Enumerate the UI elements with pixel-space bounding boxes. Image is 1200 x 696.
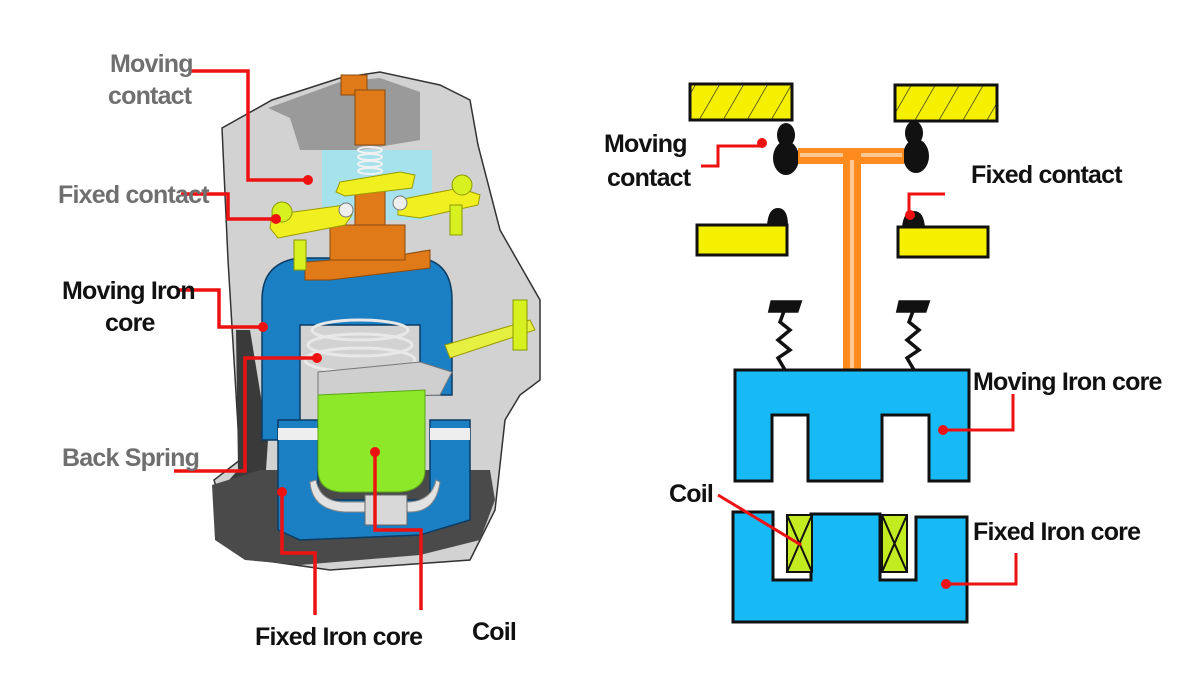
contact-spring-3d (357, 146, 383, 175)
label-fixed-iron-core-right: Fixed Iron core (973, 518, 1141, 546)
moving-contact-crossbar-3d (335, 171, 416, 197)
label-fixed-contact-left: Fixed contact (58, 181, 210, 209)
fixed-iron-core-schematic (731, 510, 969, 624)
leader-coil-right (717, 493, 802, 547)
upper-terminal-left (688, 82, 794, 122)
base-clip (364, 494, 408, 526)
schematic-contactor (688, 82, 999, 624)
fixed-contact-bump-left (767, 208, 788, 226)
core-top-white-left (278, 428, 318, 440)
t-bar-schematic (798, 148, 904, 372)
spring-seat (317, 361, 453, 399)
label-moving-iron-core-left-1: Moving Iron (62, 277, 195, 305)
leader-coil-left (373, 452, 423, 610)
label-moving-contact-right-2: contact (607, 164, 692, 192)
contact-tip-right (392, 195, 408, 211)
right-leader-dots (757, 138, 951, 589)
coil-windings-schematic (786, 514, 908, 573)
lower-fixed-bar-right (896, 225, 990, 259)
left-leader-dots (258, 175, 380, 497)
leader-fixed-contact-left (181, 192, 276, 221)
aux-terminal-screw (512, 299, 528, 351)
right-leader-lines (701, 144, 1018, 586)
leader-fixed-iron-core-left (280, 492, 317, 615)
terminal-screw-right (451, 174, 473, 196)
leader-fixed-contact-right (907, 192, 945, 215)
label-moving-iron-core-right: Moving Iron core (973, 368, 1163, 396)
label-coil-left: Coil (472, 618, 516, 646)
label-moving-iron-core-left-2: core (105, 309, 156, 337)
leader-moving-contact-left (190, 69, 308, 182)
terminal-post-right (449, 204, 463, 236)
label-fixed-contact-right: Fixed contact (971, 161, 1123, 189)
label-fixed-iron-core-left: Fixed Iron core (255, 623, 423, 651)
label-back-spring-left: Back Spring (62, 444, 199, 472)
contact-tip-left (338, 202, 354, 218)
leader-back-spring-left (174, 356, 317, 473)
label-moving-contact-right-1: Moving (604, 130, 687, 158)
back-spring-3d (303, 318, 417, 374)
label-moving-contact-left-1: Moving (110, 50, 193, 78)
left-leader-lines (174, 69, 423, 615)
leader-moving-iron-core-left (178, 288, 263, 329)
lower-fixed-bar-left (695, 223, 789, 257)
leader-fixed-iron-core-right (948, 553, 1018, 586)
core-top-white-right (430, 428, 470, 440)
moving-iron-core-schematic (733, 368, 971, 483)
label-coil-right: Coil (669, 480, 713, 508)
leader-moving-iron-core-right (945, 394, 1015, 432)
coil-3d (317, 389, 426, 493)
leader-moving-contact-right (701, 144, 762, 168)
return-springs-schematic (767, 300, 931, 371)
terminal-post-left (293, 239, 307, 271)
upper-terminal-right (893, 83, 999, 123)
label-moving-contact-left-2: contact (108, 82, 193, 110)
moving-contact-blobs (773, 121, 929, 175)
